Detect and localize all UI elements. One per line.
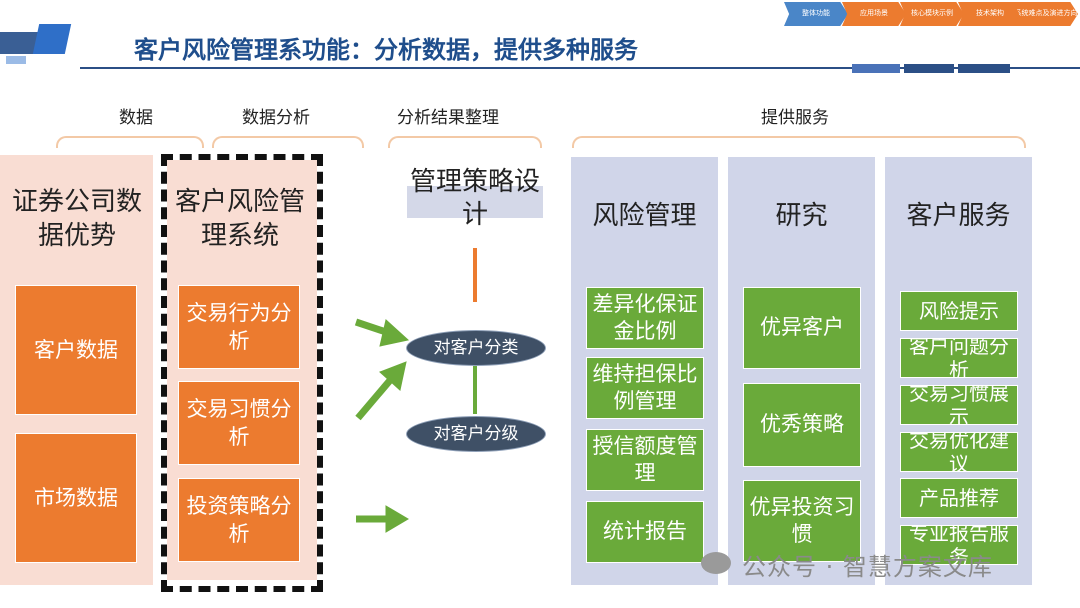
nav-tab-modules[interactable]: 核心模块示例	[900, 2, 964, 26]
logo-block	[32, 24, 72, 54]
nav-tab-architecture[interactable]: 技术架构	[958, 2, 1022, 26]
service-title: 研究	[775, 201, 828, 231]
data-panel-title: 证券公司数据优势	[11, 187, 142, 251]
service-item: 优秀策略	[743, 383, 861, 467]
service-title: 风险管理	[592, 201, 697, 231]
nav-tab-scenarios[interactable]: 应用场景	[842, 2, 906, 26]
logo-block	[0, 32, 40, 54]
decor-bar	[958, 64, 1010, 73]
service-item: 维持担保比例管理	[586, 357, 704, 419]
header-brace	[212, 136, 364, 148]
header-analysis: 数据分析	[242, 108, 310, 128]
connector-line	[473, 366, 477, 414]
logo-block	[6, 56, 26, 64]
analysis-dashed-frame	[161, 154, 323, 592]
service-title: 客户服务	[906, 201, 1011, 231]
service-item: 统计报告	[586, 501, 704, 563]
service-item: 产品推荐	[900, 478, 1018, 518]
arrow-head-icon	[379, 361, 407, 391]
nav-tab-evolution[interactable]: 系统难点及演进方向	[1014, 2, 1078, 26]
watermark: 公众号 · 智慧方案文库	[742, 553, 993, 581]
page-title: 客户风险管理系功能：分析数据，提供多种服务	[134, 36, 638, 64]
data-item: 客户数据	[15, 285, 137, 415]
title-underline	[80, 67, 1080, 69]
decor-bar	[852, 64, 900, 73]
decor-bar	[904, 64, 954, 73]
analysis-item: 投资策略分析	[178, 478, 300, 562]
analysis-panel-title: 客户风险管理系统	[174, 187, 305, 251]
header-brace	[388, 136, 542, 148]
arrow-head-icon	[379, 319, 410, 347]
header-services: 提供服务	[761, 108, 829, 128]
wechat-icon	[701, 552, 731, 574]
grade-ellipse: 对客户分级	[406, 416, 546, 452]
service-item: 专业报告服务	[900, 525, 1018, 565]
header-data: 数据	[119, 108, 153, 128]
connector-line	[473, 248, 477, 302]
classify-ellipse: 对客户分类	[406, 330, 546, 366]
data-item: 市场数据	[15, 433, 137, 563]
service-item: 差异化保证金比例	[586, 287, 704, 349]
service-item: 交易习惯展示	[900, 385, 1018, 425]
service-item: 优异客户	[743, 287, 861, 369]
analysis-item: 交易行为分析	[178, 285, 300, 369]
arrow-up-right-icon	[355, 375, 395, 421]
header-brace	[56, 136, 204, 148]
header-brace	[572, 136, 1026, 148]
service-item: 风险提示	[900, 291, 1018, 331]
service-item: 优异投资习惯	[743, 480, 861, 562]
service-item: 交易优化建议	[900, 432, 1018, 472]
strategy-bar	[407, 186, 543, 218]
nav-tab-overall[interactable]: 整体功能	[784, 2, 848, 26]
analysis-item: 交易习惯分析	[178, 381, 300, 465]
service-item: 客户问题分析	[900, 338, 1018, 378]
strategy-label: 管理策略设计	[409, 167, 540, 230]
flow-arrows	[354, 318, 410, 533]
arrow-head-icon	[385, 505, 409, 533]
service-item: 授信额度管理	[586, 429, 704, 491]
header-organize: 分析结果整理	[397, 108, 499, 128]
